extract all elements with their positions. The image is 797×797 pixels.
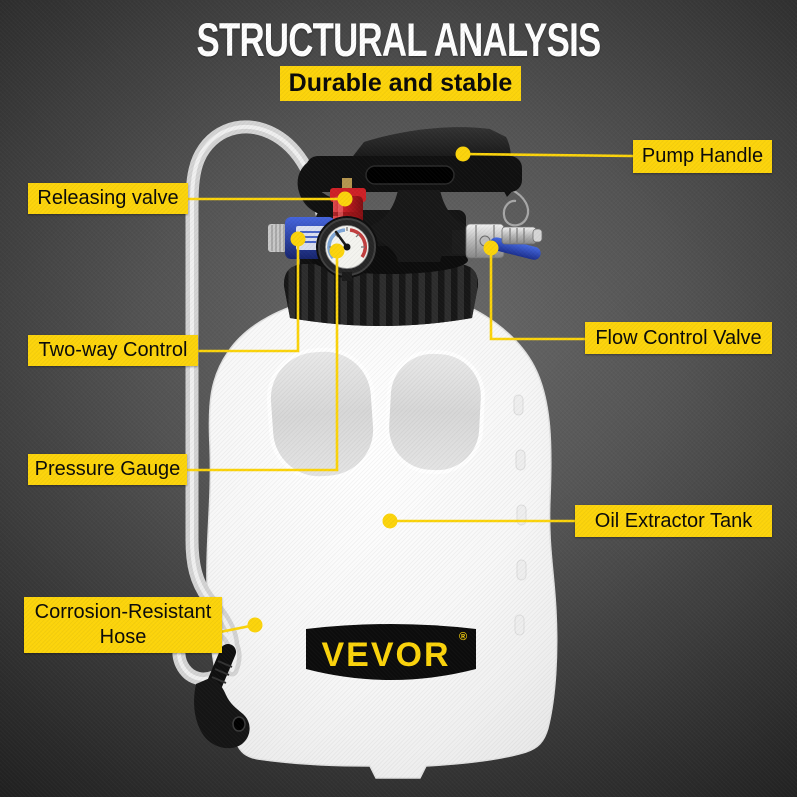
- pump-handle-part: [297, 127, 530, 262]
- callout-line-two-way-control: [198, 239, 300, 353]
- callout-label-pump-handle: Pump Handle: [633, 140, 772, 173]
- oil-extractor-tank-body: [206, 293, 558, 779]
- drain-nozzle: [194, 644, 250, 749]
- callout-dot-releasing-valve: [337, 191, 353, 207]
- callout-dot-flow-control-valve: [483, 240, 499, 256]
- nozzle-opening: [232, 716, 246, 732]
- vevor-logo-text: VEVOR: [321, 636, 450, 674]
- callout-lines: [187, 152, 634, 636]
- callout-label-corrosion-resistant-hose: Corrosion-Resistant Hose: [24, 597, 222, 653]
- callout-dot-oil-extractor-tank: [382, 513, 398, 529]
- callout-dot-pressure-gauge: [329, 243, 345, 259]
- callout-dot-pump-handle: [455, 146, 471, 162]
- callout-line-flow-control-valve: [489, 248, 585, 341]
- callout-dots: [247, 146, 499, 633]
- tank-handle-cutouts: [266, 347, 485, 481]
- callout-label-pressure-gauge: Pressure Gauge: [28, 454, 187, 485]
- callout-dot-two-way-control: [290, 231, 306, 247]
- callout-label-flow-control-valve: Flow Control Valve: [585, 322, 772, 354]
- pressure-gauge-part: [316, 216, 378, 281]
- vevor-logo: VEVOR ®: [306, 624, 476, 680]
- subtitle-banner: Durable and stable: [280, 66, 521, 101]
- callout-line-pressure-gauge: [187, 251, 339, 472]
- callout-label-two-way-control: Two-way Control: [28, 335, 198, 366]
- page-title: STRUCTURAL ANALYSIS: [196, 13, 602, 66]
- callout-label-releasing-valve: Releasing valve: [28, 183, 188, 214]
- callout-line-pump-handle: [462, 152, 634, 158]
- callout-label-oil-extractor-tank: Oil Extractor Tank: [575, 505, 772, 537]
- registered-mark: ®: [459, 631, 467, 643]
- callout-dot-corrosion-hose: [247, 617, 263, 633]
- handle-wire-clip: [502, 189, 530, 227]
